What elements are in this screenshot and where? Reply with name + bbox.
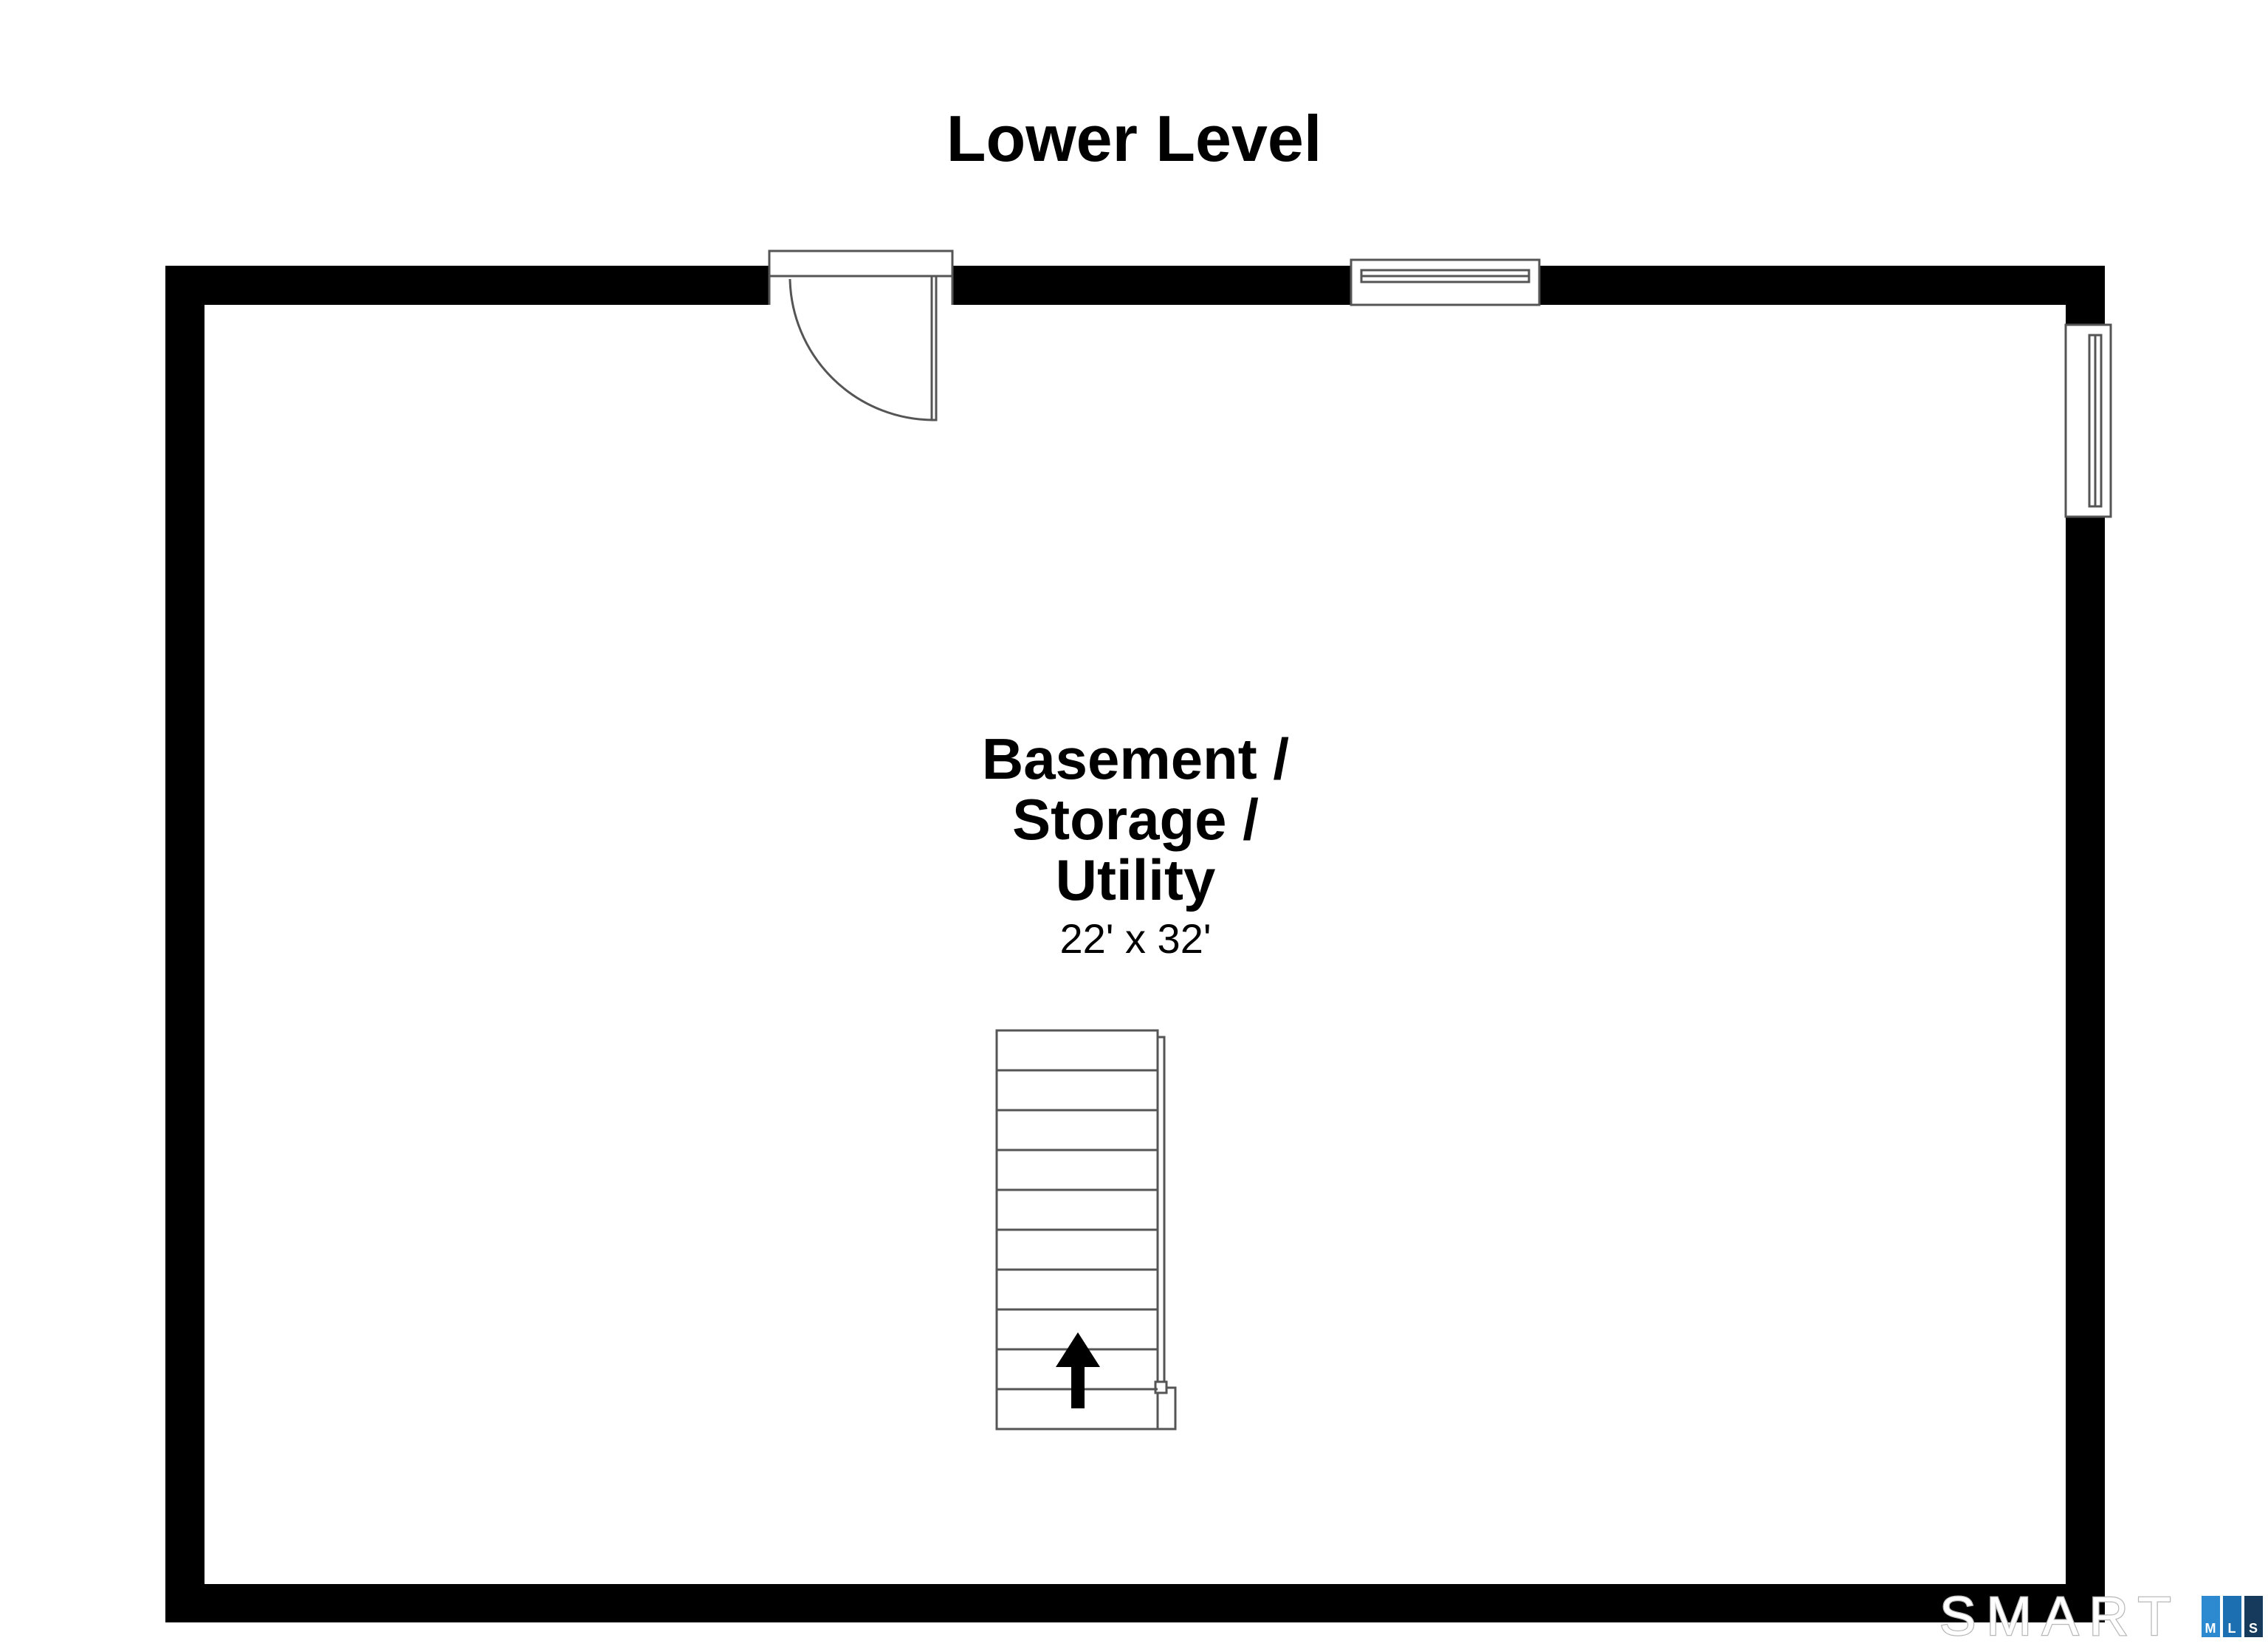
watermark-badge-l — [2223, 1596, 2241, 1637]
watermark-badge-letter-s: S — [2249, 1621, 2258, 1636]
room-dimensions: 22' x 32' — [1059, 915, 1211, 962]
wall-right-lower — [2066, 517, 2105, 1622]
watermark-badge-letter-m: M — [2205, 1621, 2216, 1636]
watermark-badge-m — [2202, 1596, 2220, 1637]
window-right — [2064, 323, 2112, 518]
stair-handrail-post — [1154, 1380, 1168, 1394]
window-top — [1350, 258, 1541, 306]
stair-handrail — [1156, 1036, 1166, 1389]
watermark-word: SMART — [1939, 1586, 2182, 1647]
stair-direction-arrow — [1056, 1332, 1100, 1408]
staircase — [995, 1029, 1177, 1431]
door-leaf — [930, 275, 938, 421]
watermark-badge-letter-l: L — [2228, 1621, 2236, 1636]
level-title: Lower Level — [946, 102, 1322, 175]
wall-left — [165, 266, 205, 1622]
smart-mls-watermark: SMART M L S — [1939, 1585, 2263, 1648]
wall-right-upper — [2066, 266, 2105, 325]
wall-top-right — [1539, 266, 2105, 305]
room-name-line-1: Basement / — [982, 726, 1289, 791]
wall-bottom — [165, 1584, 2105, 1622]
room-name-line-2: Storage / — [1012, 787, 1259, 852]
exterior-walls — [165, 266, 2105, 1622]
watermark-badge-s — [2244, 1596, 2263, 1637]
room-label: Basement / Storage / Utility 22' x 32' — [982, 726, 1289, 962]
door-frame — [768, 249, 954, 278]
room-name-line-3: Utility — [1056, 847, 1216, 912]
up-arrow-icon — [1056, 1332, 1100, 1408]
wall-top-left — [165, 266, 769, 305]
door-swing-arc — [788, 278, 935, 421]
door — [768, 249, 954, 421]
wall-top-middle — [952, 266, 1351, 305]
stair-landing-tab — [1156, 1386, 1177, 1431]
